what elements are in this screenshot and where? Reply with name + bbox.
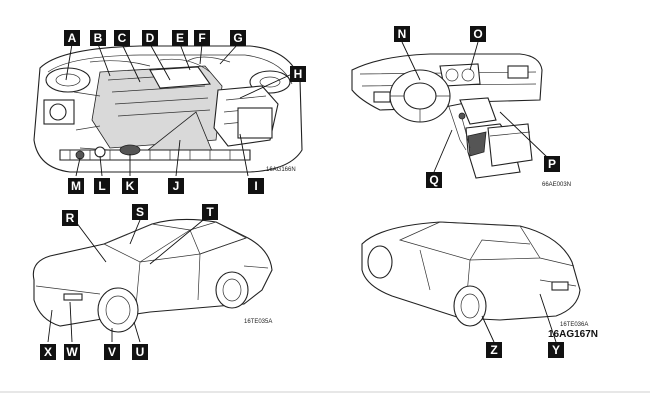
label-L: L [94, 178, 110, 194]
svg-text:P: P [548, 157, 556, 171]
label-S: S [132, 204, 148, 220]
label-F: F [194, 30, 210, 46]
svg-text:N: N [398, 27, 407, 41]
rear-combined-figure-ref: 16AG167N [548, 329, 598, 340]
car-rear-figure-ref: 16TE036A [560, 322, 588, 328]
label-G: G [230, 30, 246, 46]
svg-text:B: B [94, 31, 103, 45]
svg-text:L: L [98, 179, 105, 193]
svg-text:Z: Z [490, 343, 497, 357]
engine-figure-ref: 16AG166N [266, 167, 296, 173]
label-T: T [202, 204, 218, 220]
svg-text:A: A [68, 31, 77, 45]
label-J: J [168, 178, 184, 194]
engine-leader-lines [65, 43, 293, 177]
svg-text:O: O [473, 27, 482, 41]
svg-text:V: V [108, 345, 116, 359]
svg-text:M: M [71, 179, 81, 193]
label-B: B [90, 30, 106, 46]
svg-text:E: E [176, 31, 184, 45]
svg-text:Y: Y [552, 343, 560, 357]
dashboard-leader-lines [401, 41, 549, 173]
dashboard-figure-ref: 66AE003N [542, 182, 571, 188]
label-C: C [114, 30, 130, 46]
svg-text:Q: Q [429, 173, 438, 187]
engine-compartment-illustration [33, 45, 303, 173]
car-rear-leader-lines [481, 293, 557, 343]
svg-text:C: C [118, 31, 127, 45]
svg-text:U: U [136, 345, 145, 359]
label-N: N [394, 26, 410, 42]
car-rear-illustration [361, 221, 581, 327]
label-Q: Q [426, 172, 442, 188]
svg-text:F: F [198, 31, 205, 45]
label-P: P [544, 156, 560, 172]
svg-text:I: I [254, 179, 257, 193]
svg-text:T: T [206, 205, 214, 219]
car-front-figure-ref: 16TE035A [244, 319, 272, 325]
label-D: D [142, 30, 158, 46]
svg-text:R: R [66, 211, 75, 225]
car-front-leader-lines [47, 215, 209, 343]
car-front-illustration [32, 218, 273, 333]
svg-text:H: H [294, 67, 303, 81]
label-K: K [122, 178, 138, 194]
label-O: O [470, 26, 486, 42]
label-M: M [68, 178, 84, 194]
label-A: A [64, 30, 80, 46]
label-X: X [40, 344, 56, 360]
label-I: I [248, 178, 264, 194]
label-V: V [104, 344, 120, 360]
svg-text:W: W [66, 345, 78, 359]
dashboard-illustration [351, 53, 543, 179]
label-W: W [64, 344, 80, 360]
label-R: R [62, 210, 78, 226]
svg-text:D: D [146, 31, 155, 45]
svg-text:S: S [136, 205, 144, 219]
label-E: E [172, 30, 188, 46]
label-H: H [290, 66, 306, 82]
svg-text:K: K [126, 179, 135, 193]
label-Z: Z [486, 342, 502, 358]
label-Y: Y [548, 342, 564, 358]
svg-text:X: X [44, 345, 52, 359]
label-U: U [132, 344, 148, 360]
svg-text:G: G [233, 31, 242, 45]
svg-text:J: J [173, 179, 180, 193]
